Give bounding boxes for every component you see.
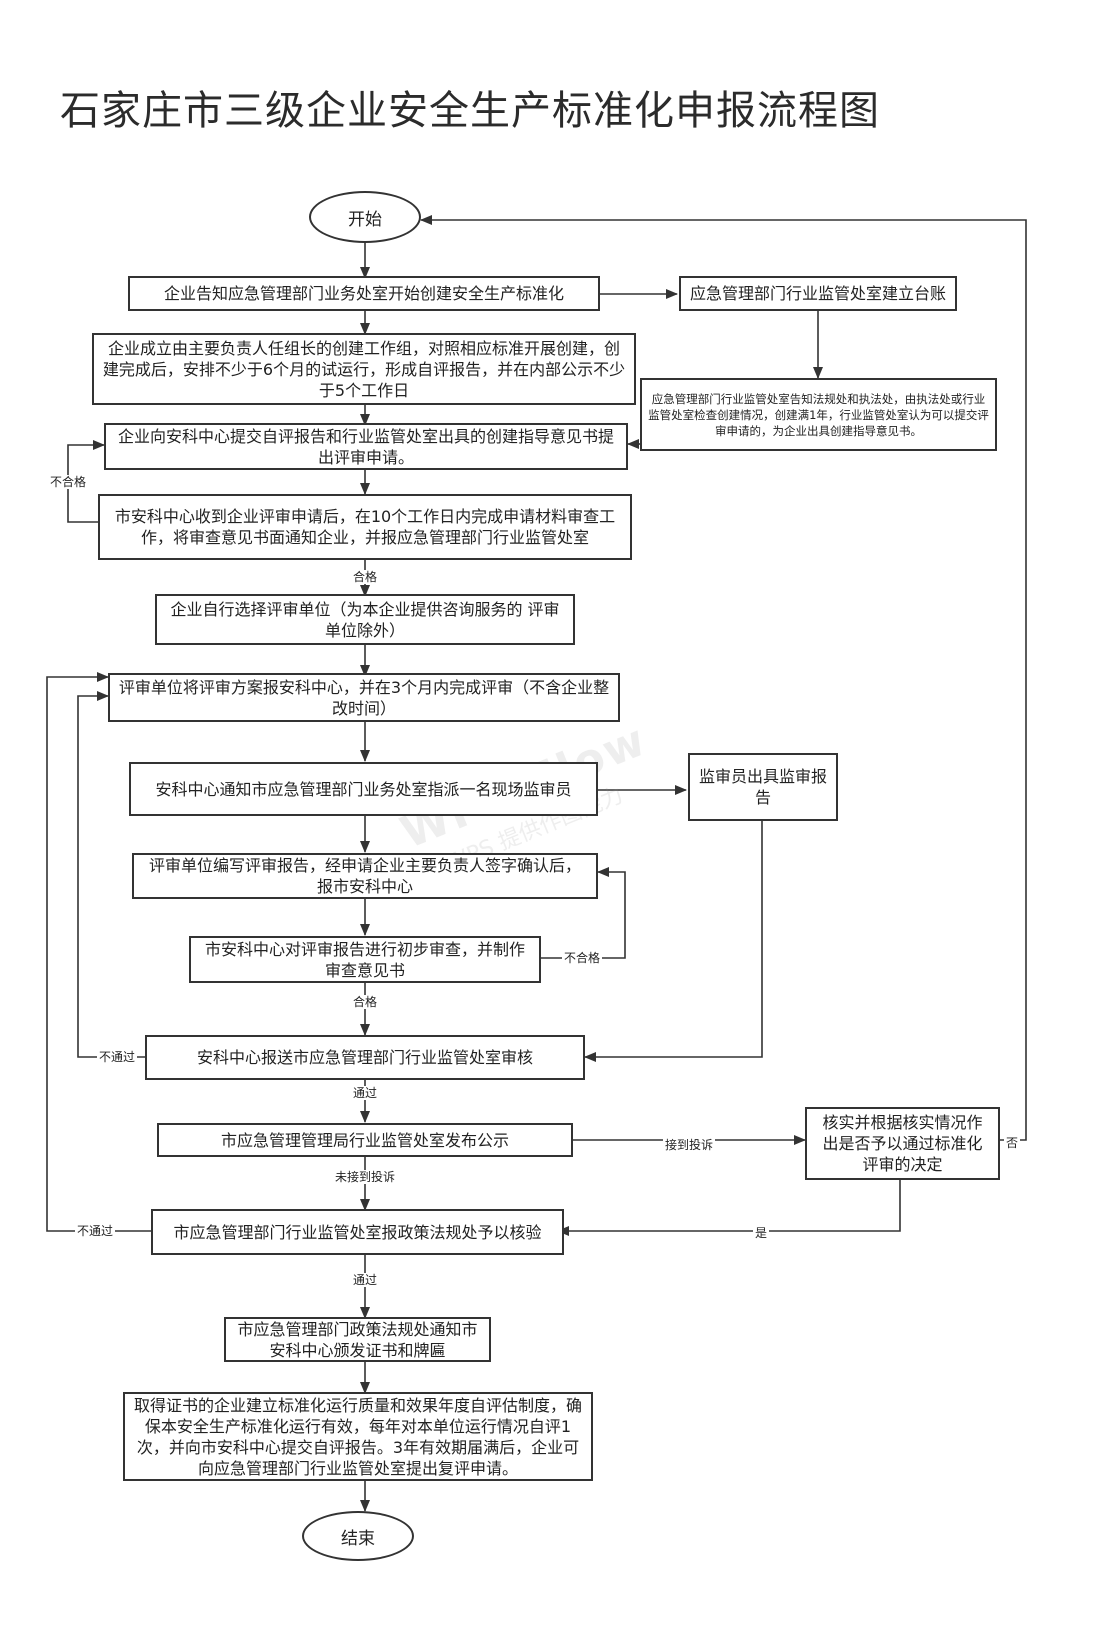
step-supervisor-report: 监审员出具监审报告 xyxy=(688,753,838,821)
step-create-working-group: 企业成立由主要负责人任组长的创建工作组，对照相应标准开展创建，创建完成后，安排不… xyxy=(92,333,636,405)
label-pass-3: 通过 xyxy=(350,1086,380,1100)
arrow-n7r-n10 xyxy=(584,821,763,1062)
label-yes: 是 xyxy=(752,1226,770,1240)
end-node: 结束 xyxy=(302,1511,414,1561)
label-complaint: 接到投诉 xyxy=(662,1138,716,1152)
label-pass-2: 合格 xyxy=(350,995,380,1009)
step-review-materials: 市安科中心收到企业评审申请后，在10个工作日内完成申请材料审查工作，将审查意见书… xyxy=(98,494,632,560)
step-verify-complaint: 核实并根据核实情况作出是否予以通过标准化评审的决定 xyxy=(805,1107,1000,1180)
step-inform-regulation: 应急管理部门行业监管处室告知法规处和执法处，由执法处或行业监管处室检查创建情况，… xyxy=(640,378,997,451)
step-publish-notice: 市应急管理管理局行业监管处室发布公示 xyxy=(157,1123,573,1157)
step-ledger: 应急管理部门行业监管处室建立台账 xyxy=(679,276,957,311)
label-no: 否 xyxy=(1003,1136,1021,1150)
step-annual-self-assessment: 取得证书的企业建立标准化运行质量和效果年度自评估制度，确保本安全生产标准化运行有… xyxy=(123,1392,593,1481)
label-no-complaint: 未接到投诉 xyxy=(332,1170,398,1184)
label-fail-2: 不合格 xyxy=(561,951,603,965)
label-fail-1: 不合格 xyxy=(47,475,89,489)
arrow-n11r-n12 xyxy=(557,1180,901,1236)
step-review-plan: 评审单位将评审方案报安科中心，并在3个月内完成评审（不含企业整改时间） xyxy=(108,673,620,722)
label-pass-4: 通过 xyxy=(350,1273,380,1287)
step-submit-application: 企业向安科中心提交自评报告和行业监管处室出具的创建指导意见书提出评审申请。 xyxy=(104,423,628,470)
start-node: 开始 xyxy=(309,191,421,243)
step-preliminary-review: 市安科中心对评审报告进行初步审查，并制作审查意见书 xyxy=(189,936,541,983)
step-select-reviewer: 企业自行选择评审单位（为本企业提供咨询服务的 评审单位除外） xyxy=(155,594,575,645)
step-assign-supervisor: 安科中心通知市应急管理部门业务处室指派一名现场监审员 xyxy=(129,762,598,816)
arrow-n12-notpass-n6 xyxy=(46,672,151,1232)
step-write-report: 评审单位编写评审报告，经申请企业主要负责人签字确认后，报市安科中心 xyxy=(132,853,598,899)
step-policy-verification: 市应急管理部门行业监管处室报政策法规处予以核验 xyxy=(151,1209,564,1255)
label-not-pass-2: 不通过 xyxy=(74,1224,116,1238)
label-pass-1: 合格 xyxy=(350,570,380,584)
page-title: 石家庄市三级企业安全生产标准化申报流程图 xyxy=(60,88,880,134)
step-submit-for-audit: 安科中心报送市应急管理部门行业监管处室审核 xyxy=(145,1035,585,1080)
step-issue-certificate: 市应急管理部门政策法规处通知市安科中心颁发证书和牌匾 xyxy=(224,1317,491,1362)
label-not-pass-1: 不通过 xyxy=(96,1050,138,1064)
step-notify-department: 企业告知应急管理部门业务处室开始创建安全生产标准化 xyxy=(128,276,600,311)
